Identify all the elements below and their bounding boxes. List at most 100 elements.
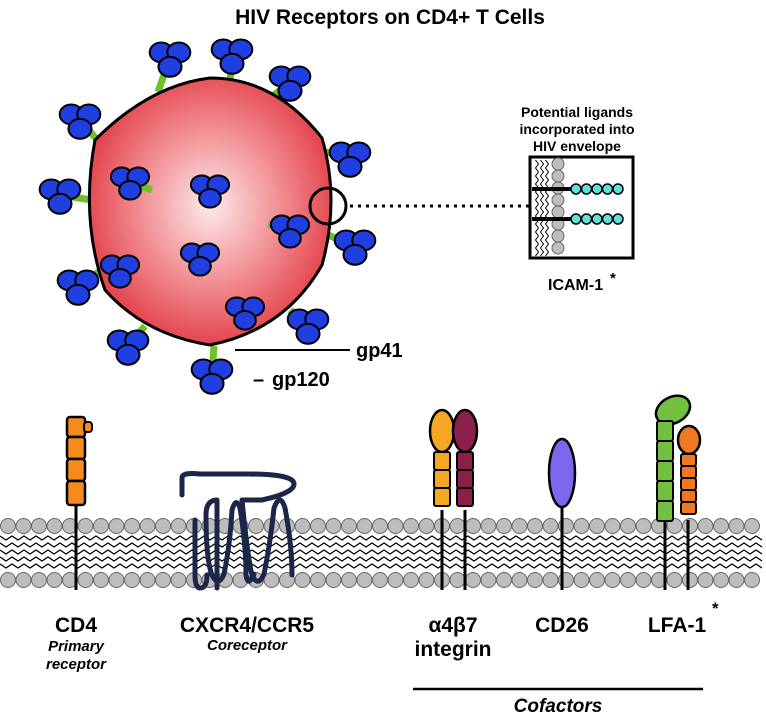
- alpha4-domain: [433, 469, 451, 489]
- cd4-domain: [65, 415, 87, 439]
- cxcr-name: CXCR4/CCR5: [180, 614, 315, 637]
- icam-1-domain: [570, 213, 582, 225]
- virion-envelope: [87, 76, 333, 347]
- lipid-head-inner: [744, 572, 760, 588]
- lipid-head-outer: [124, 518, 140, 534]
- gp120-trimer: [224, 296, 266, 331]
- lipid-head-outer: [496, 518, 512, 534]
- lipid-head-outer: [93, 518, 109, 534]
- icam-1-domain: [580, 183, 593, 195]
- icam-1-molecules: [532, 183, 624, 225]
- gp120-trimer: [190, 345, 234, 395]
- lipid-tails: [0, 556, 763, 562]
- lipid-head-outer: [620, 518, 636, 534]
- lipid-head-inner: [387, 572, 404, 588]
- lipid-head-outer: [713, 518, 729, 534]
- beta7-domain: [456, 469, 474, 489]
- lfa-beta-domain: [680, 465, 697, 479]
- gp120-subunit: [67, 117, 93, 140]
- lipid-head-outer: [744, 518, 760, 534]
- lipid-head-inner: [573, 572, 590, 588]
- gp120-trimer: [210, 38, 254, 83]
- lfa-beta-domain: [680, 501, 697, 515]
- gp120-trimer: [58, 103, 102, 145]
- gp120-subunit: [65, 283, 91, 306]
- lipid-head-outer: [248, 518, 264, 534]
- cd26-head: [547, 437, 577, 509]
- lipid-tails: [0, 549, 763, 555]
- lipid-head-outer: [170, 518, 187, 534]
- gp120-dash: –: [253, 369, 264, 391]
- lipid-head-inner: [0, 572, 16, 588]
- icam-1-label: ICAM-1: [548, 277, 603, 294]
- gp120-subunit: [198, 187, 222, 209]
- gp41-label: gp41: [356, 340, 403, 362]
- icam-1-domain: [601, 183, 614, 195]
- cd4-knob: [83, 421, 93, 433]
- gp120-trimer: [106, 323, 150, 366]
- lfa-stalk-domains: [656, 420, 697, 522]
- lfa-1-name: LFA-1: [648, 614, 707, 637]
- gp120-trimer: [109, 166, 154, 201]
- lipid-head-inner: [372, 572, 388, 588]
- gp120-subunit: [342, 243, 368, 266]
- lfa-i-domain: [654, 394, 692, 426]
- icam-1-asterisk: *: [610, 270, 616, 287]
- gp120-trimer: [267, 214, 311, 249]
- lipid-head-inner: [325, 572, 342, 588]
- lipid-head-inner: [542, 572, 559, 588]
- cd4-domain: [65, 479, 87, 507]
- lipid-head-outer: [573, 518, 590, 534]
- alpha4-head: [428, 408, 456, 454]
- gp120-subunit: [108, 267, 132, 289]
- gp120-trimer: [189, 174, 231, 209]
- lipid-head-inner: [108, 572, 125, 588]
- lipid-head-inner: [170, 572, 187, 588]
- gp120-trimer: [56, 265, 106, 306]
- lfa-1-asterisk: *: [712, 599, 719, 618]
- cd4-sub-line1: Primary: [48, 638, 105, 655]
- beta7-domain: [456, 451, 474, 471]
- lipid-head-inner: [77, 572, 94, 588]
- icam-1-domain: [591, 183, 603, 195]
- lipid-head-inner: [155, 572, 171, 588]
- lipid-head-inner: [15, 572, 32, 588]
- lfa-alpha-domain: [656, 440, 674, 462]
- lfa-alpha-domain: [656, 500, 674, 522]
- lipid-tails: [0, 542, 763, 548]
- icam-1-domain: [601, 213, 614, 225]
- lipid-head-outer: [465, 518, 481, 534]
- inset-lipid-head: [551, 241, 565, 255]
- gp120-trimer: [286, 307, 330, 345]
- gp120-label: gp120: [272, 369, 330, 391]
- cell-membrane: [0, 518, 766, 588]
- ligand-inset: Potential ligands incorporated into HIV …: [519, 104, 634, 294]
- lipid-head-inner: [713, 572, 729, 588]
- inset-lipid-tails: [544, 159, 550, 257]
- alpha4-domain: [433, 451, 451, 471]
- lipid-head-outer: [418, 518, 435, 534]
- gp120-subunit: [115, 343, 141, 366]
- gp120-trimer: [38, 178, 93, 215]
- lipid-head-inner: [635, 572, 652, 588]
- a4b7-integrin: [428, 408, 479, 590]
- gp120-trimer: [179, 242, 221, 277]
- lipid-head-outer: [325, 518, 342, 534]
- lipid-head-outer: [155, 518, 171, 534]
- icam-1-domain: [612, 213, 624, 225]
- lipid-head-outer: [403, 518, 419, 534]
- lipid-head-inner: [418, 572, 435, 588]
- lipid-head-inner: [620, 572, 636, 588]
- gp120-subunit: [337, 155, 363, 178]
- lipid-head-outer: [46, 518, 63, 534]
- lipid-head-outer: [77, 518, 94, 534]
- lipid-head-inner: [589, 572, 605, 588]
- lipid-head-inner: [604, 572, 621, 588]
- icam-1-domain: [612, 183, 624, 195]
- gp120-trimer: [99, 254, 141, 289]
- lipid-head-outer: [635, 518, 652, 534]
- lipid-head-outer: [356, 518, 373, 534]
- gp120-trimer: [326, 229, 377, 266]
- icam-1-domain: [570, 183, 582, 195]
- gp120-subunit: [188, 255, 212, 277]
